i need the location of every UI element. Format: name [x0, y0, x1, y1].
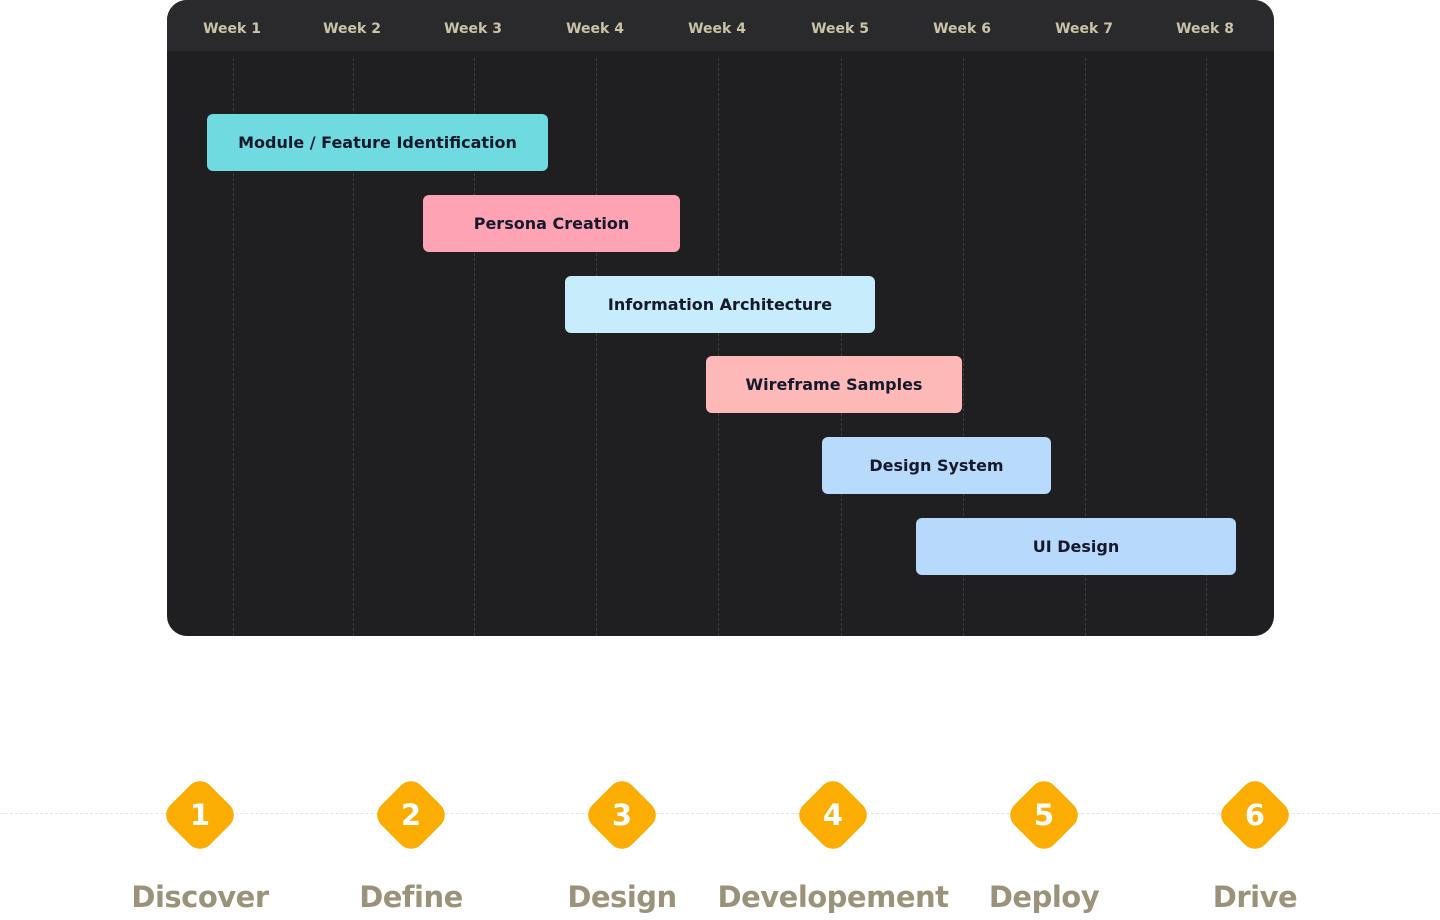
step-2-label: Define	[359, 880, 463, 914]
week-label-5: Week 4	[688, 21, 746, 37]
process-connector-line	[0, 813, 1440, 814]
step-2-number: 2	[400, 798, 422, 832]
step-4-number: 4	[822, 798, 844, 832]
week-label-4: Week 4	[566, 21, 624, 37]
gantt-chart: Week 1 Week 2 Week 3 Week 4 Week 4 Week …	[167, 0, 1274, 636]
week-label-7: Week 6	[933, 21, 991, 37]
week-label-1: Week 1	[203, 21, 261, 37]
grid-line	[1206, 58, 1207, 636]
grid-line	[353, 58, 354, 636]
step-6-label: Drive	[1212, 880, 1298, 914]
gantt-header	[167, 0, 1274, 51]
task-bar-module-feature-identification[interactable]: Module / Feature Identification	[207, 114, 548, 171]
week-label-9: Week 8	[1176, 21, 1234, 37]
grid-line	[718, 58, 719, 636]
week-label-3: Week 3	[444, 21, 502, 37]
week-label-6: Week 5	[811, 21, 869, 37]
grid-line	[841, 58, 842, 636]
grid-line	[596, 58, 597, 636]
step-6-number: 6	[1244, 798, 1266, 832]
step-3-label: Design	[567, 880, 677, 914]
task-bar-persona-creation[interactable]: Persona Creation	[423, 195, 680, 252]
step-3-number: 3	[611, 798, 633, 832]
week-label-2: Week 2	[323, 21, 381, 37]
grid-line	[1085, 58, 1086, 636]
grid-line	[963, 58, 964, 636]
step-1-label: Discover	[131, 880, 269, 914]
step-1-number: 1	[189, 798, 211, 832]
step-5-label: Deploy	[988, 880, 1100, 914]
week-label-8: Week 7	[1055, 21, 1113, 37]
task-bar-information-architecture[interactable]: Information Architecture	[565, 276, 875, 333]
task-bar-wireframe-samples[interactable]: Wireframe Samples	[706, 356, 962, 413]
task-bar-design-system[interactable]: Design System	[822, 437, 1051, 494]
step-5-number: 5	[1033, 798, 1055, 832]
grid-line	[474, 58, 475, 636]
step-4-label: Developement	[717, 880, 950, 914]
task-bar-ui-design[interactable]: UI Design	[916, 518, 1236, 575]
grid-line	[233, 58, 234, 636]
